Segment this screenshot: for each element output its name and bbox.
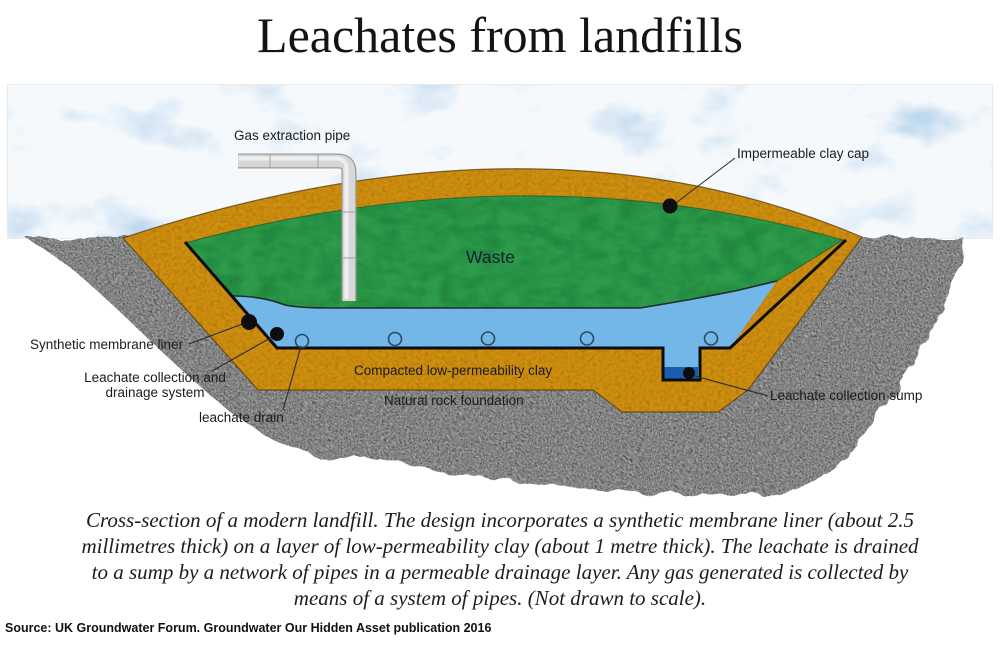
marker-dots — [241, 198, 695, 379]
label-collection-system: Leachate collection and drainage system — [70, 370, 240, 400]
caption-line2: millimetres thick) on a layer of low-per… — [81, 534, 919, 558]
gas-extraction-pipe — [238, 153, 357, 301]
label-waste: Waste — [466, 247, 515, 267]
label-collection-line1: Leachate collection and — [84, 370, 226, 385]
label-compacted-clay: Compacted low-permeability clay — [354, 363, 553, 378]
drainage-top-line — [232, 280, 778, 309]
leader-collection — [211, 335, 275, 372]
source-attribution: Source: UK Groundwater Forum. Groundwate… — [5, 621, 492, 635]
drain-pipe-circle — [387, 331, 403, 347]
leader-lines — [188, 157, 769, 411]
label-clay-cap: Impermeable clay cap — [737, 146, 870, 161]
caption-line3: to a sump by a network of pipes in a per… — [91, 560, 909, 584]
page-title: Leachates from landfills — [257, 7, 743, 63]
label-collection-sump: Leachate collection sump — [770, 388, 923, 403]
drain-pipe-circle — [579, 331, 595, 346]
marker-dot-membrane — [241, 314, 257, 330]
leachate-drainage-region — [233, 281, 777, 380]
caption: Cross-section of a modern landfill. The … — [0, 507, 1000, 611]
caption-line4: means of a system of pipes. (Not drawn t… — [293, 586, 707, 610]
label-rock-foundation: Natural rock foundation — [384, 393, 524, 408]
label-leachate-drain: leachate drain — [199, 410, 284, 425]
leader-sump — [694, 375, 769, 397]
membrane-liner-line — [183, 238, 848, 382]
drain-pipe-circle — [480, 331, 496, 346]
drain-pipe-circle — [703, 331, 719, 346]
label-collection-line2: drainage system — [105, 385, 205, 400]
pipe-joints — [269, 154, 356, 259]
marker-dot-collection — [270, 327, 284, 341]
leader-drain — [282, 345, 302, 411]
marker-dot-clay-cap — [662, 198, 678, 214]
caption-line1: Cross-section of a modern landfill. The … — [85, 508, 915, 532]
leader-membrane — [188, 322, 246, 345]
marker-dot-sump — [683, 367, 695, 379]
drain-pipe-circle — [294, 333, 310, 349]
label-membrane-liner: Synthetic membrane liner — [30, 337, 184, 352]
leader-clay-cap — [671, 157, 736, 207]
sump-region — [664, 367, 698, 379]
drain-pipes — [294, 331, 719, 349]
label-gas-pipe: Gas extraction pipe — [234, 128, 351, 143]
